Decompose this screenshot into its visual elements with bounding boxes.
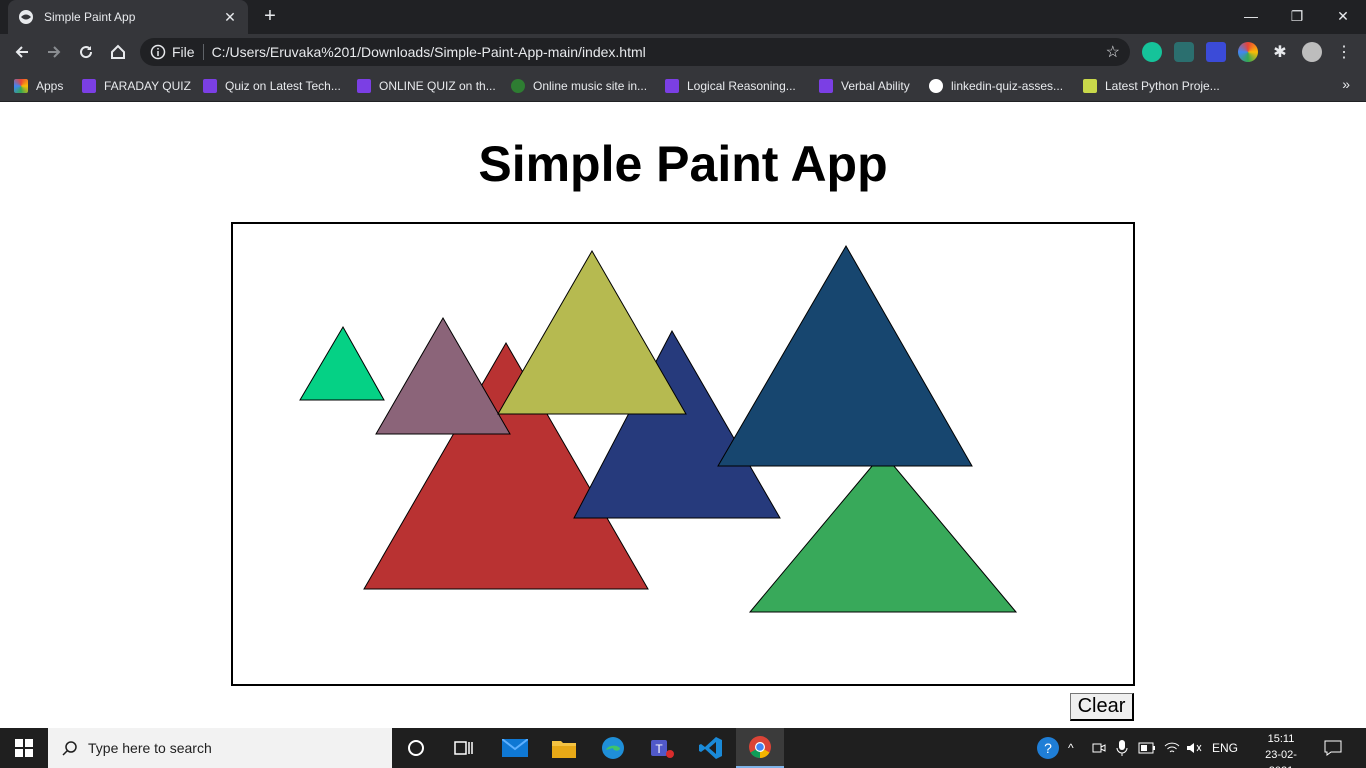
close-tab-icon[interactable]: ✕ (224, 8, 236, 25)
battery-icon[interactable] (1138, 728, 1156, 768)
extension-shield-icon[interactable] (1174, 42, 1194, 62)
new-tab-icon[interactable]: + (264, 5, 276, 27)
page-title: Simple Paint App (478, 136, 888, 192)
windows-taskbar: Type here to search T ? ^ ENG 15: (0, 728, 1366, 768)
close-window-icon[interactable]: ✕ (1337, 7, 1349, 24)
address-url[interactable]: C:/Users/Eruvaka%201/Downloads/Simple-Pa… (211, 44, 646, 60)
chrome-icon[interactable] (736, 728, 784, 768)
list-icon (665, 79, 679, 93)
triangle-green (748, 452, 1018, 613)
triangle-dark-blue (717, 244, 973, 467)
mail-icon[interactable] (491, 728, 539, 768)
menu-kebab-icon[interactable]: ⋮ (1336, 44, 1352, 61)
search-placeholder: Type here to search (88, 740, 212, 756)
volume-muted-icon[interactable] (1186, 728, 1202, 768)
list-icon (82, 79, 96, 93)
minimize-icon[interactable]: — (1244, 8, 1258, 24)
list-icon (819, 79, 833, 93)
back-icon[interactable] (8, 38, 36, 66)
bookmark-online-quiz[interactable]: ONLINE QUIZ on th... (357, 76, 496, 96)
restore-icon[interactable]: ❐ (1290, 7, 1304, 24)
windows-start-icon[interactable] (0, 728, 48, 768)
address-separator (202, 44, 204, 60)
bookmark-star-icon[interactable]: ☆ (1105, 44, 1120, 61)
meet-now-icon[interactable] (1092, 728, 1106, 768)
bookmark-label: linkedin-quiz-asses... (951, 79, 1064, 93)
bookmark-quiz-latest-tech[interactable]: Quiz on Latest Tech... (203, 76, 341, 96)
address-scheme: File (172, 44, 195, 60)
github-icon (929, 79, 943, 93)
clear-button[interactable]: Clear (1070, 693, 1134, 721)
browser-toolbar: File C:/Users/Eruvaka%201/Downloads/Simp… (0, 34, 1366, 70)
list-icon (203, 79, 217, 93)
clock-time: 15:11 (1267, 733, 1295, 745)
svg-text:?: ? (1044, 740, 1052, 756)
triangle-olive (497, 249, 687, 415)
info-icon[interactable] (150, 44, 166, 60)
tab-strip: Simple Paint App ✕ + — ❐ ✕ (0, 0, 1366, 34)
paint-canvas[interactable] (231, 222, 1135, 686)
bookmark-label: Latest Python Proje... (1105, 79, 1220, 93)
browser-tab[interactable]: Simple Paint App ✕ (8, 0, 248, 34)
apps-grid-icon (14, 79, 28, 93)
canvas-drawing (299, 244, 1018, 613)
microphone-icon[interactable] (1116, 728, 1128, 768)
triangle-mauve (375, 317, 511, 435)
page-content: Simple Paint App Clear (0, 103, 1366, 728)
address-bar[interactable]: File C:/Users/Eruvaka%201/Downloads/Simp… (140, 38, 1130, 66)
bookmark-verbal-ability[interactable]: Verbal Ability (819, 76, 910, 96)
bookmark-latest-python[interactable]: Latest Python Proje... (1083, 76, 1220, 96)
clock-date: 23-02-2021 (1265, 749, 1297, 768)
tab-title: Simple Paint App (44, 10, 136, 24)
list-icon (357, 79, 371, 93)
bookmark-logical-reasoning[interactable]: Logical Reasoning... (665, 76, 796, 96)
chevron-up-icon[interactable]: ^ (1068, 741, 1074, 755)
taskbar-search-box[interactable]: Type here to search (48, 728, 392, 768)
bookmark-linkedin-quiz[interactable]: linkedin-quiz-asses... (929, 76, 1063, 96)
bookmark-label: Verbal Ability (841, 79, 910, 93)
bookmark-label: ONLINE QUIZ on th... (379, 79, 496, 93)
edge-icon[interactable] (589, 728, 637, 768)
bookmark-apps[interactable]: Apps (14, 76, 63, 96)
file-explorer-icon[interactable] (540, 728, 588, 768)
vscode-icon[interactable] (687, 728, 735, 768)
bookmark-faraday-quiz[interactable]: FARADAY QUIZ (82, 76, 191, 96)
triangle-light-green (299, 325, 385, 401)
bookmark-label: Logical Reasoning... (687, 79, 796, 93)
wifi-icon[interactable] (1164, 728, 1180, 768)
bookmarks-bar: Apps FARADAY QUIZ Quiz on Latest Tech...… (0, 70, 1366, 102)
bookmark-online-music[interactable]: Online music site in... (511, 76, 647, 96)
profile-avatar[interactable] (1302, 42, 1322, 62)
bookmark-label: Online music site in... (533, 79, 648, 93)
python-icon (1083, 79, 1097, 93)
search-icon (62, 741, 77, 756)
task-view-icon[interactable] (440, 728, 488, 768)
music-icon (511, 79, 525, 93)
color-picker-icon[interactable] (1238, 42, 1258, 62)
bookmark-label: Apps (36, 79, 64, 93)
bookmarks-overflow-icon[interactable]: » (1342, 76, 1350, 92)
extensions-puzzle-icon[interactable]: ✱ (1273, 44, 1287, 61)
notifications-icon[interactable] (1324, 728, 1342, 768)
taskbar-clock[interactable]: 15:11 23-02-2021 (1256, 731, 1306, 768)
reload-icon[interactable] (72, 38, 100, 66)
teams-icon[interactable]: T (638, 728, 686, 768)
help-icon[interactable]: ? (1036, 728, 1060, 768)
language-indicator[interactable]: ENG (1212, 741, 1239, 755)
triangle-red (363, 341, 649, 590)
bookmark-label: Quiz on Latest Tech... (225, 79, 341, 93)
svg-text:T: T (655, 742, 663, 756)
forward-icon[interactable] (40, 38, 68, 66)
extension-camera-icon[interactable] (1206, 42, 1226, 62)
triangle-navy (573, 329, 781, 519)
globe-icon (19, 10, 33, 24)
bookmark-label: FARADAY QUIZ (104, 79, 191, 93)
cortana-icon[interactable] (392, 728, 440, 768)
home-icon[interactable] (104, 38, 132, 66)
grammarly-icon[interactable] (1142, 42, 1162, 62)
